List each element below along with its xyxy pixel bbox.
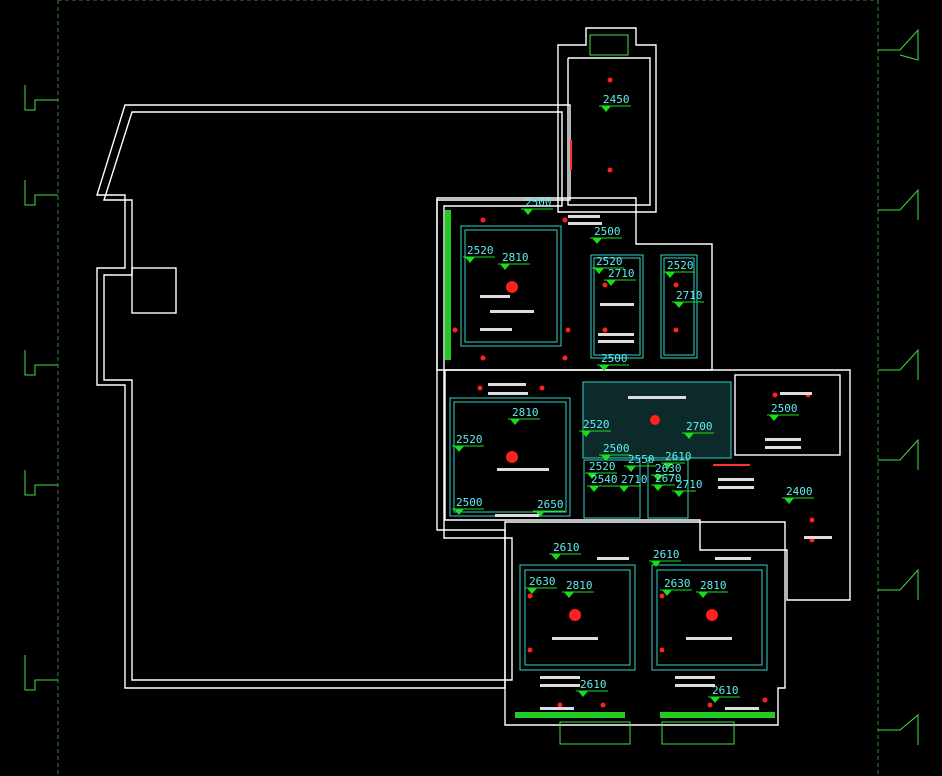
height-marker-triangle: [510, 419, 520, 425]
height-label-2500: 2500: [771, 402, 798, 415]
height-marker-triangle: [527, 588, 537, 594]
height-marker-triangle: [500, 264, 510, 270]
height-marker-triangle: [784, 498, 794, 504]
height-marker-triangle: [594, 268, 604, 274]
height-label-2710: 2710: [608, 267, 635, 280]
height-label-2670: 2670: [655, 472, 682, 485]
height-label-2520: 2520: [467, 244, 494, 257]
height-marker-triangle: [710, 697, 720, 703]
height-marker-triangle: [626, 466, 636, 472]
height-marker-triangle: [601, 106, 611, 112]
height-label-2810: 2810: [512, 406, 539, 419]
height-label-2520: 2520: [667, 259, 694, 272]
height-marker-triangle: [663, 463, 673, 469]
left-elevation-marks: [24, 85, 58, 691]
height-label-2520: 2520: [583, 418, 610, 431]
height-label-2610: 2610: [653, 548, 680, 561]
height-label-2500: 2500: [456, 496, 483, 509]
top-balcony-room: [557, 27, 657, 213]
height-marker-triangle: [599, 365, 609, 371]
height-label-2540: 2540: [591, 473, 618, 486]
drawing-border: [57, 0, 879, 776]
height-label-2500: 2500: [601, 352, 628, 365]
height-marker-triangle: [684, 433, 694, 439]
height-marker-triangle: [769, 415, 779, 421]
height-label-2810: 2810: [700, 579, 727, 592]
height-label-2400: 2400: [786, 485, 813, 498]
height-marker-triangle: [592, 238, 602, 244]
height-marker-triangle: [674, 491, 684, 497]
height-label-2630: 2630: [655, 462, 682, 475]
height-label-2810: 2810: [502, 251, 529, 264]
height-label-2500: 2500: [525, 196, 552, 209]
height-label-2630: 2630: [529, 575, 556, 588]
height-marker-triangle: [578, 691, 588, 697]
upper-rooms: [436, 197, 713, 371]
height-marker-triangle: [589, 486, 599, 492]
height-label-2710: 2710: [621, 473, 648, 486]
height-marker-triangle: [587, 473, 597, 479]
height-label-2610: 2610: [712, 684, 739, 697]
height-marker-triangle: [653, 475, 663, 481]
height-marker-triangle: [551, 554, 561, 560]
height-marker-triangle: [653, 485, 663, 491]
height-marker-triangle: [665, 272, 675, 278]
height-marker-triangle: [601, 455, 611, 461]
height-label-2520: 2520: [456, 433, 483, 446]
height-label-2650: 2650: [537, 498, 564, 511]
height-marker-triangle: [581, 431, 591, 437]
height-label-2610: 2610: [580, 678, 607, 691]
height-marker-triangle: [454, 446, 464, 452]
right-elevation-marks: [878, 28, 919, 745]
height-marker-triangle: [662, 590, 672, 596]
height-label-2520: 2520: [589, 460, 616, 473]
height-marker-triangle: [651, 561, 661, 567]
height-label-2710: 2710: [676, 289, 703, 302]
left-zone-outline: [96, 104, 571, 689]
height-marker-triangle: [698, 592, 708, 598]
height-marker-triangle: [454, 509, 464, 515]
height-label-2550: 2550: [628, 453, 655, 466]
height-label-2610: 2610: [553, 541, 580, 554]
height-marker-triangle: [564, 592, 574, 598]
height-marker-triangle: [523, 209, 533, 215]
bottom-bedrooms: [504, 521, 786, 745]
height-label-2520: 2520: [596, 255, 623, 268]
height-marker-triangle: [619, 486, 629, 492]
height-marker-triangle: [674, 302, 684, 308]
height-marker-triangle: [606, 280, 616, 286]
height-label-2700: 2700: [686, 420, 713, 433]
height-marker-triangle: [465, 257, 475, 263]
height-label-2450: 2450: [603, 93, 630, 106]
height-marker-triangle: [535, 511, 545, 517]
annotation-notes: [480, 215, 832, 710]
height-label-2500: 2500: [603, 442, 630, 455]
height-label-2630: 2630: [664, 577, 691, 590]
height-label-2810: 2810: [566, 579, 593, 592]
height-label-2710: 2710: [676, 478, 703, 491]
height-label-2610: 2610: [665, 450, 692, 463]
lamp-fixtures: [452, 77, 815, 708]
height-label-2500: 2500: [594, 225, 621, 238]
